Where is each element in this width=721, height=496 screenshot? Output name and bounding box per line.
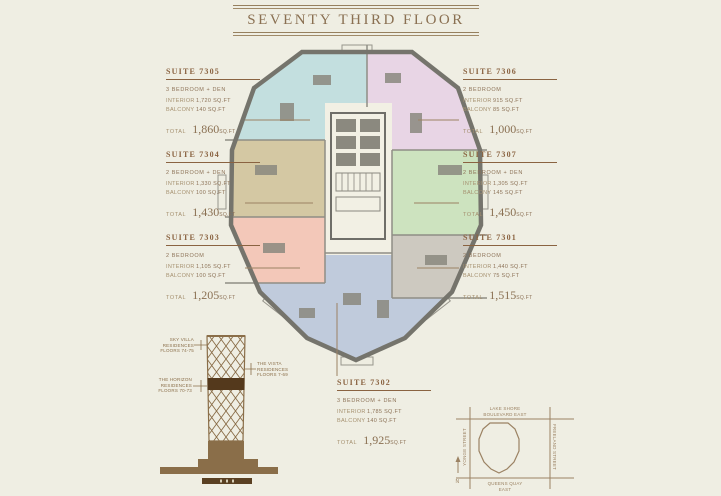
tower-upper-label: SKY VILLA RESIDENCES FLOORS 74-75 [160, 337, 194, 353]
balcony-label: BALCONY [463, 273, 492, 279]
total-value: 1,000 [489, 122, 517, 136]
balcony-value: 145 SQ.FT [493, 190, 523, 196]
tower-highlight-label: THE HORIZON RESIDENCES FLOORS 70-73 [158, 377, 192, 393]
balcony-label: BALCONY [166, 273, 195, 279]
podium-slab [198, 459, 258, 467]
title-rule-bottom-2 [233, 35, 479, 36]
balcony-value: 100 SQ.FT [196, 273, 226, 279]
suite-name: SUITE 7306 [463, 67, 557, 80]
street-left-label: YONGE STREET [462, 428, 467, 466]
suite-7302-info: SUITE 7302 3 BEDROOM + DEN INTERIOR1,785… [337, 378, 431, 449]
suite-type: 2 BEDROOM [463, 87, 502, 93]
suite-name: SUITE 7302 [337, 378, 431, 391]
interior-value: 1,720 SQ.FT [196, 98, 231, 104]
interior-label: INTERIOR [463, 98, 492, 104]
suite-type: 3 BEDROOM + DEN [166, 87, 226, 93]
north-label: N [456, 479, 460, 485]
floor-plan [217, 44, 489, 366]
suite-type: 2 BEDROOM + DEN [166, 170, 226, 176]
interior-label: INTERIOR [463, 264, 492, 270]
suite-type: 2 BEDROOM [166, 253, 205, 259]
suite-7304-area [231, 140, 325, 217]
interior-value: 1,440 SQ.FT [493, 264, 528, 270]
suite-7307-info: SUITE 7307 2 BEDROOM + DEN INTERIOR1,305… [463, 150, 557, 221]
total-value: 1,860 [192, 122, 220, 136]
total-label: TOTAL [166, 129, 187, 135]
balcony-label: BALCONY [166, 107, 195, 113]
tower-lower-section [208, 441, 244, 459]
balcony-label: BALCONY [337, 418, 366, 424]
interior-value: 1,785 SQ.FT [367, 409, 402, 415]
balcony-value: 140 SQ.FT [367, 418, 397, 424]
suite-type: 2 BEDROOM [463, 253, 502, 259]
suite-7303-info: SUITE 7303 2 BEDROOM INTERIOR1,105 SQ.FT… [166, 233, 260, 304]
interior-label: INTERIOR [166, 98, 195, 104]
title-rule-top-1 [233, 5, 479, 6]
suite-7301-info: SUITE 7301 2 BEDROOM INTERIOR1,440 SQ.FT… [463, 233, 557, 304]
total-label: TOTAL [463, 295, 484, 301]
street-right-label: FREELAND STREET [552, 423, 557, 470]
total-value: 1,450 [489, 205, 517, 219]
suite-type: 2 BEDROOM + DEN [463, 170, 523, 176]
suite-name: SUITE 7304 [166, 150, 260, 163]
balcony-value: 140 SQ.FT [196, 107, 226, 113]
total-value: 1,925 [363, 433, 391, 447]
suite-name: SUITE 7301 [463, 233, 557, 246]
suite-name: SUITE 7307 [463, 150, 557, 163]
total-label: TOTAL [166, 212, 187, 218]
balcony-value: 100 SQ.FT [196, 190, 226, 196]
total-label: TOTAL [463, 129, 484, 135]
interior-label: INTERIOR [337, 409, 366, 415]
total-unit: SQ.FT [516, 295, 533, 301]
tower-elevation-diagram [160, 335, 278, 484]
suite-name: SUITE 7303 [166, 233, 260, 246]
base-slab [160, 467, 278, 474]
total-unit: SQ.FT [219, 212, 236, 218]
suite-7305-info: SUITE 7305 3 BEDROOM + DEN INTERIOR1,720… [166, 67, 260, 138]
tower-lower-label: THE VISTA RESIDENCES FLOORS 7-69 [257, 361, 289, 377]
suite-7306-info: SUITE 7306 2 BEDROOM INTERIOR915 SQ.FT B… [463, 67, 557, 138]
balcony-label: BALCONY [463, 190, 492, 196]
title-block: SEVENTY THIRD FLOOR [233, 5, 479, 38]
interior-value: 1,105 SQ.FT [196, 264, 231, 270]
interior-value: 1,330 SQ.FT [196, 181, 231, 187]
interior-value: 1,305 SQ.FT [493, 181, 528, 187]
balcony-label: BALCONY [166, 190, 195, 196]
partition-walls [225, 45, 487, 299]
title-rule-bottom-1 [233, 32, 479, 33]
label-brackets [193, 340, 256, 392]
title-rule-top-2 [233, 8, 479, 9]
key-plan: N [455, 407, 574, 489]
suite-7307-area [392, 150, 481, 235]
suite-7304-info: SUITE 7304 2 BEDROOM + DEN INTERIOR1,330… [166, 150, 260, 221]
street-top-label: LAKE SHORE BOULEVARD EAST [483, 406, 527, 417]
interior-label: INTERIOR [463, 181, 492, 187]
total-unit: SQ.FT [219, 129, 236, 135]
total-label: TOTAL [337, 440, 358, 446]
total-unit: SQ.FT [219, 295, 236, 301]
suite-name: SUITE 7305 [166, 67, 260, 80]
street-bottom-label: QUEENS QUAY EAST [487, 481, 523, 492]
total-unit: SQ.FT [516, 129, 533, 135]
building-core [330, 112, 386, 240]
total-value: 1,515 [489, 288, 517, 302]
building-footprint [478, 422, 520, 474]
interior-value: 915 SQ.FT [493, 98, 523, 104]
interior-label: INTERIOR [166, 181, 195, 187]
suite-type: 3 BEDROOM + DEN [337, 398, 397, 404]
balcony-label: BALCONY [463, 107, 492, 113]
interior-label: INTERIOR [166, 264, 195, 270]
page-title: SEVENTY THIRD FLOOR [247, 12, 465, 28]
total-value: 1,205 [192, 288, 220, 302]
total-unit: SQ.FT [390, 440, 407, 446]
balcony-value: 75 SQ.FT [493, 273, 520, 279]
total-value: 1,430 [192, 205, 220, 219]
balcony-value: 85 SQ.FT [493, 107, 520, 113]
total-label: TOTAL [463, 212, 484, 218]
north-arrow: N [455, 456, 461, 485]
highlighted-floor-band [207, 378, 245, 390]
total-label: TOTAL [166, 295, 187, 301]
unit-fixtures [255, 73, 462, 318]
total-unit: SQ.FT [516, 212, 533, 218]
